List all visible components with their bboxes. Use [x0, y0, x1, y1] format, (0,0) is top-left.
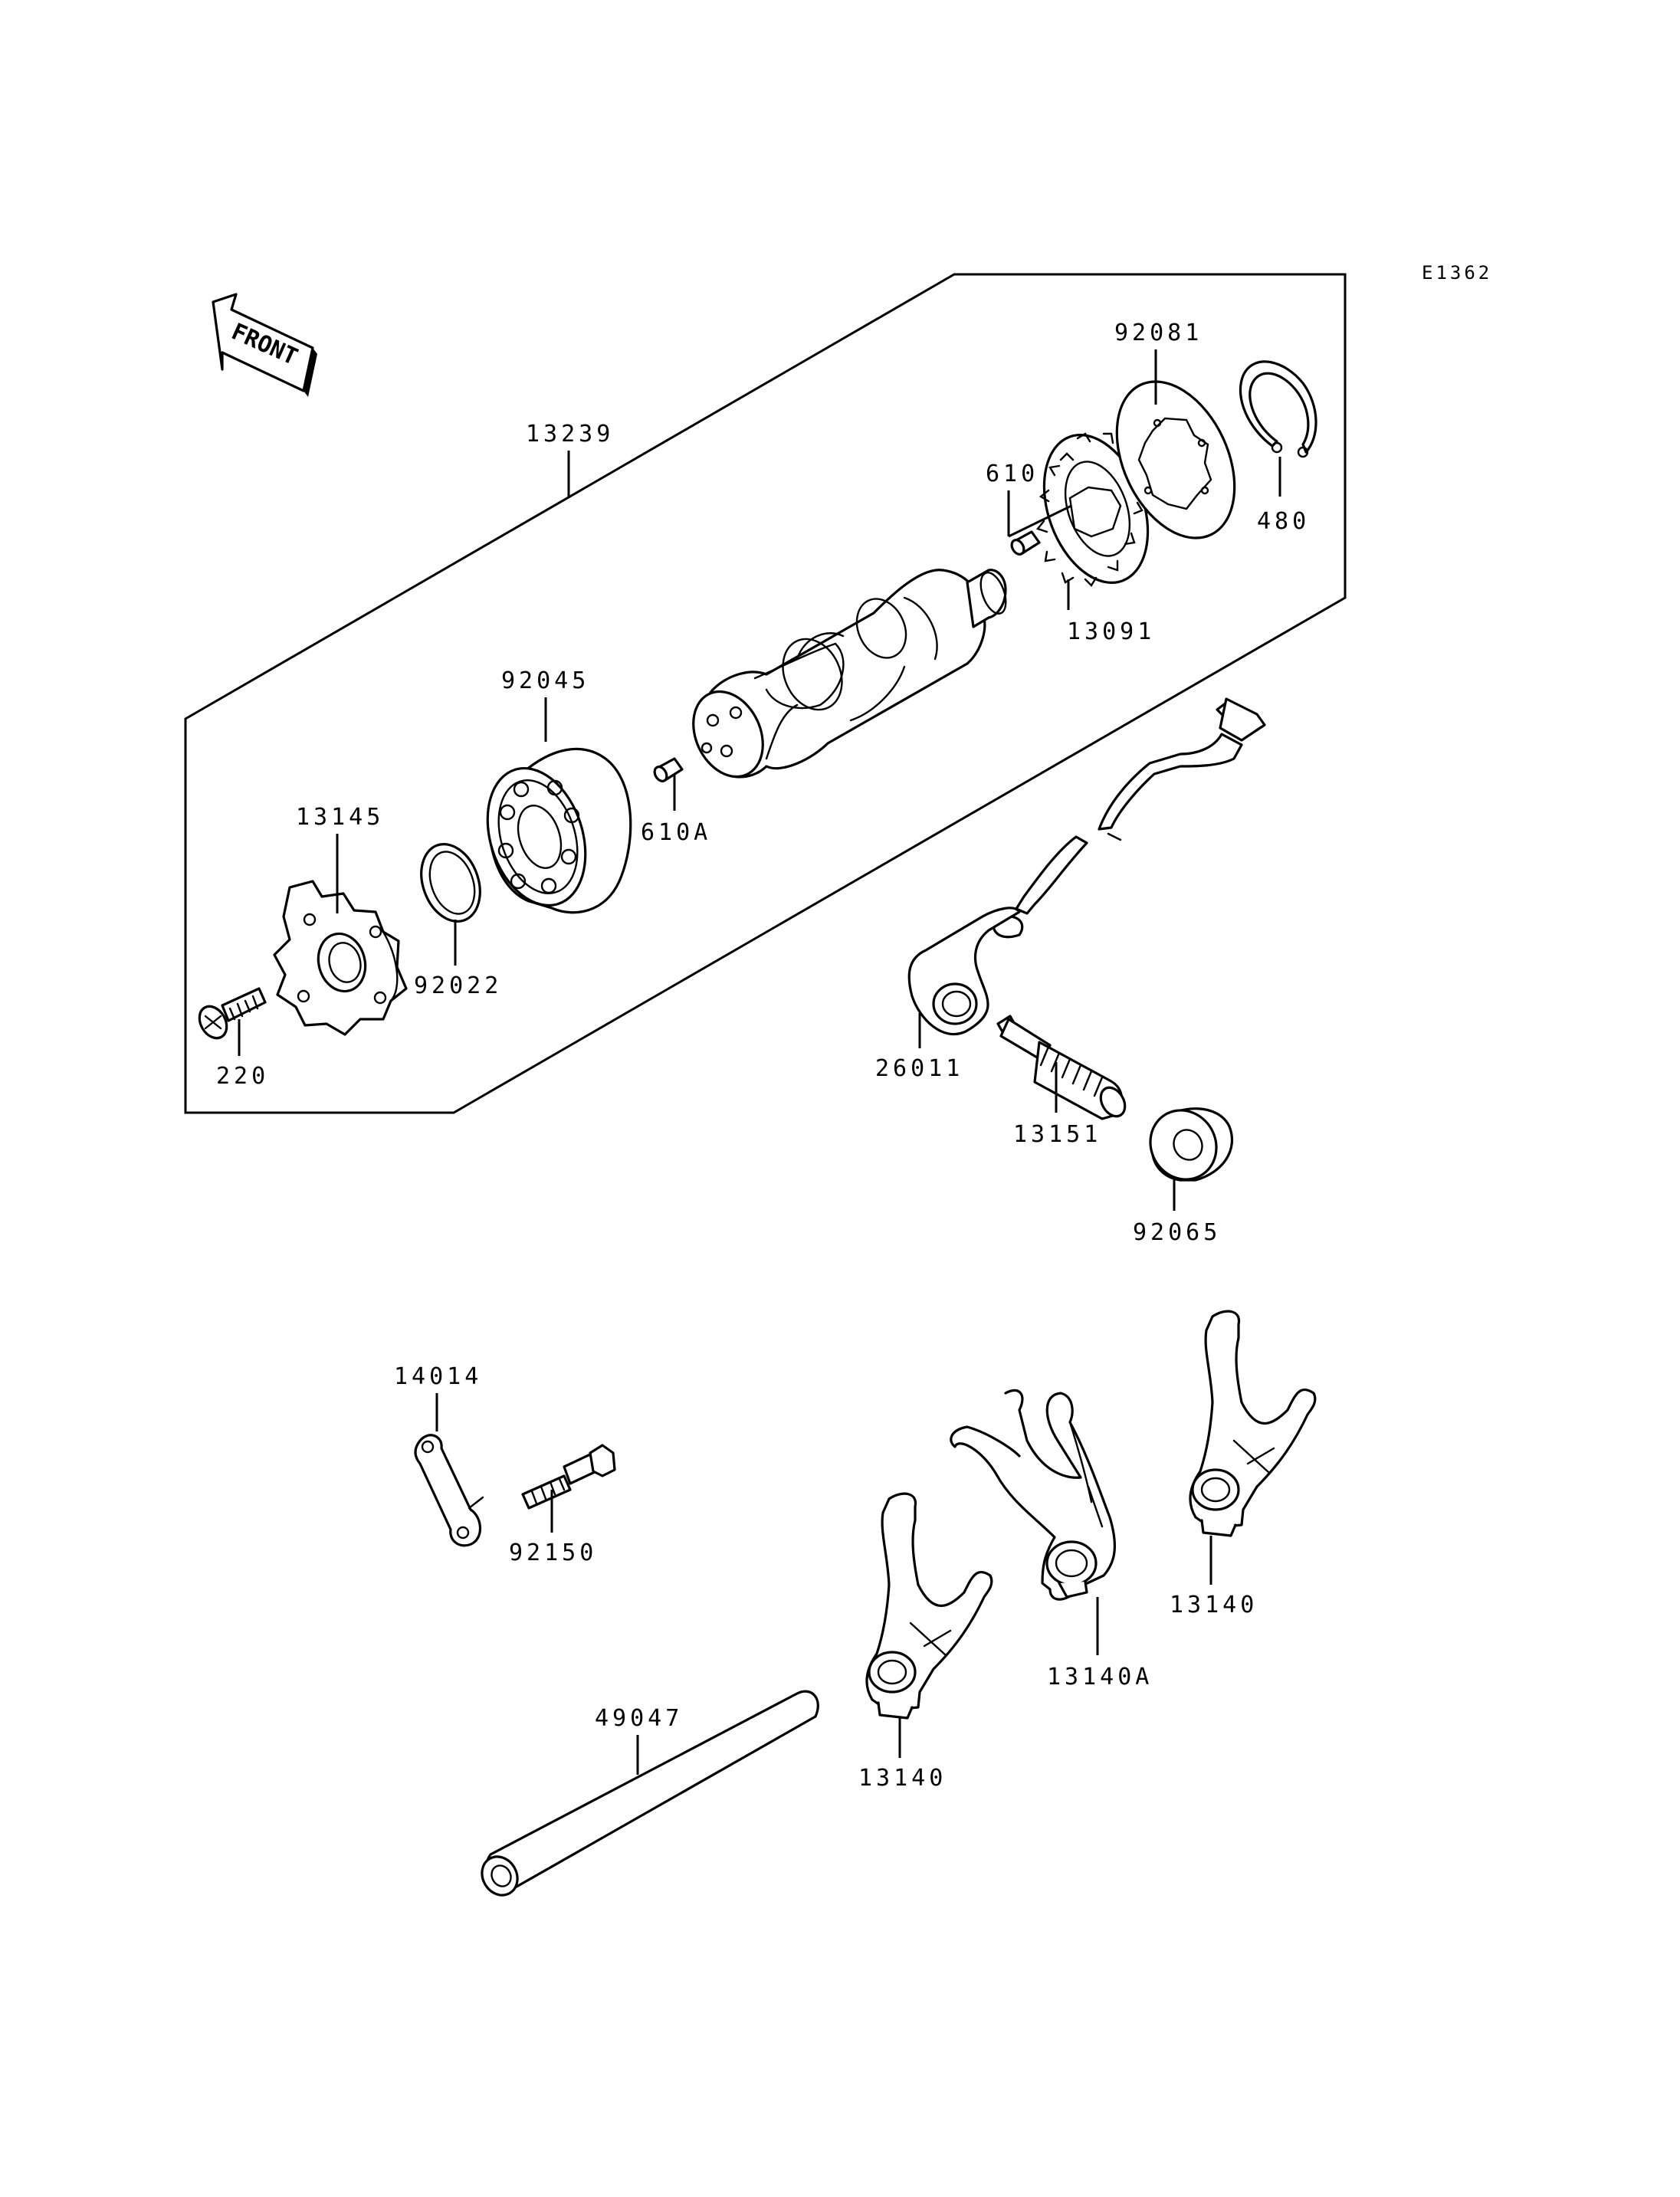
- shift-fork-13140A: [950, 1389, 1116, 1601]
- label-92150: 92150: [509, 1540, 597, 1566]
- label-13091: 13091: [1067, 618, 1155, 645]
- cam-plate-13145: [273, 880, 408, 1036]
- shift-fork-13140-right: [1189, 1310, 1317, 1537]
- label-92065: 92065: [1133, 1219, 1221, 1246]
- bolt-220: [198, 987, 267, 1040]
- label-92081: 92081: [1114, 320, 1203, 346]
- plate-92081: [1115, 380, 1236, 539]
- label-13140-right: 13140: [1170, 1592, 1258, 1618]
- shift-fork-13140-left: [865, 1492, 993, 1720]
- shift-shaft-26011: [907, 697, 1266, 1036]
- diagram-code: E1362: [1422, 262, 1492, 284]
- circlip-480: [1239, 360, 1317, 458]
- label-49047: 49047: [595, 1705, 683, 1732]
- washer-92065: [1149, 1107, 1234, 1182]
- label-13145: 13145: [296, 804, 384, 831]
- shaft-49047: [481, 1690, 819, 1897]
- plate-14014: [414, 1434, 484, 1547]
- pin-610: [1010, 530, 1041, 556]
- label-26011: 26011: [875, 1055, 963, 1082]
- pin-610A: [653, 757, 684, 782]
- bolt-92150: [521, 1444, 616, 1510]
- label-13151: 13151: [1013, 1121, 1101, 1148]
- label-14014: 14014: [394, 1363, 482, 1390]
- label-480: 480: [1257, 508, 1310, 535]
- label-220: 220: [216, 1063, 269, 1090]
- assembly-box-outline: [184, 273, 1347, 1114]
- gear-13091: [1035, 432, 1150, 587]
- label-610A: 610A: [641, 819, 711, 846]
- front-arrow-icon: FRONT: [212, 293, 317, 397]
- label-610: 610: [986, 461, 1039, 487]
- shift-drum: [692, 569, 1007, 779]
- label-92045: 92045: [501, 667, 589, 694]
- shim-92022: [420, 843, 481, 923]
- ball-bearing-92045: [486, 747, 632, 914]
- leader-lines: [238, 349, 1281, 1775]
- label-13140A: 13140A: [1047, 1664, 1153, 1690]
- label-92022: 92022: [414, 972, 502, 999]
- spring-pin-13151: [996, 1015, 1127, 1120]
- label-13239: 13239: [526, 421, 614, 448]
- label-13140-left: 13140: [858, 1765, 947, 1792]
